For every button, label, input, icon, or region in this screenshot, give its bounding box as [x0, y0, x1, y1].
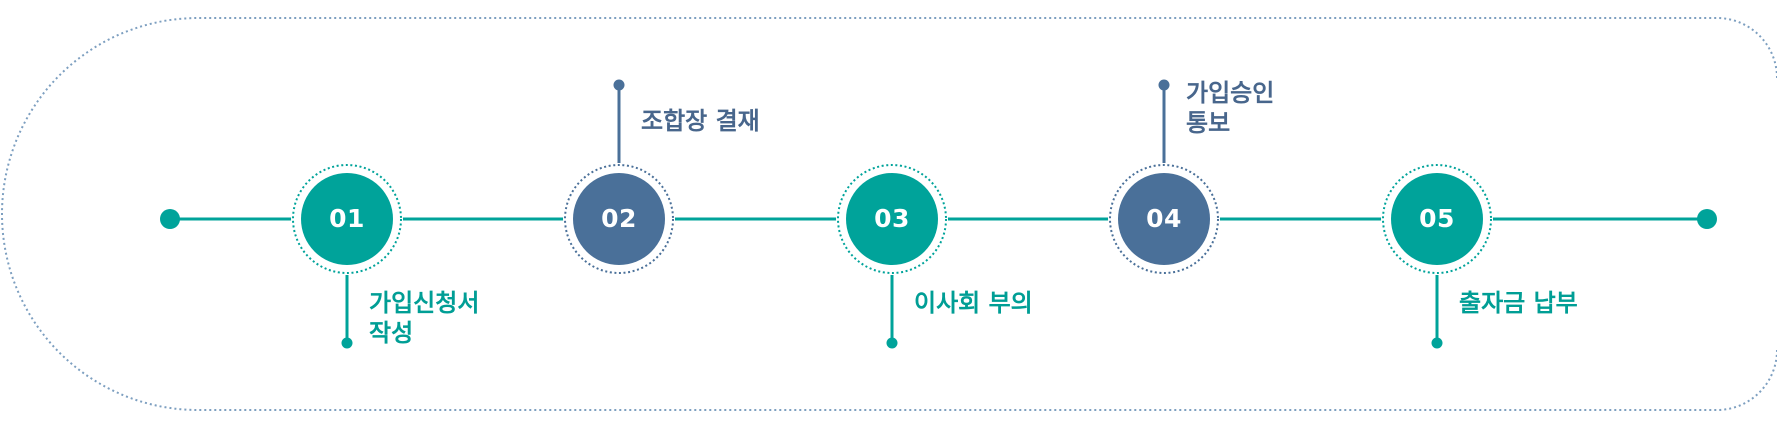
- step-05-label-line: 출자금 납부: [1459, 289, 1578, 317]
- step-01-number: 01: [329, 204, 365, 233]
- step-01-circle: [301, 173, 393, 265]
- step-01-label-line: 작성: [369, 319, 414, 347]
- step-03-circle: [846, 173, 938, 265]
- step-04-label-line: 가입승인: [1186, 79, 1275, 107]
- step-02-label: 조합장 결재: [641, 106, 760, 136]
- step-05-connector-dot: [1431, 337, 1443, 349]
- step-02-dotted-ring: [564, 164, 674, 274]
- step-04-connector-dot: [1158, 79, 1170, 91]
- dotted-outline: [1, 17, 1777, 411]
- step-03-connector-dot: [886, 337, 898, 349]
- steps-layer: [291, 79, 1493, 349]
- step-02-connector-dot: [613, 79, 625, 91]
- step-02-number: 02: [601, 204, 637, 233]
- step-03-label: 이사회 부의: [914, 288, 1033, 318]
- step-05-circle: [1391, 173, 1483, 265]
- step-05-dotted-ring: [1382, 164, 1492, 274]
- step-05-number: 05: [1419, 204, 1455, 233]
- step-04-circle: [1118, 173, 1210, 265]
- step-01-dotted-ring: [292, 164, 402, 274]
- step-05-label: 출자금 납부: [1459, 288, 1578, 318]
- step-01-label-line: 가입신청서: [369, 289, 480, 317]
- timeline-start-dot: [160, 209, 180, 229]
- step-03-number: 03: [874, 204, 910, 233]
- step-03-label-line: 이사회 부의: [914, 289, 1033, 317]
- step-04-number: 04: [1146, 204, 1182, 233]
- step-01-connector-dot: [341, 337, 353, 349]
- step-04-label-line: 통보: [1186, 109, 1231, 137]
- step-04-dotted-ring: [1109, 164, 1219, 274]
- step-02-label-line: 조합장 결재: [641, 107, 760, 135]
- timeline-end-dot: [1697, 209, 1717, 229]
- step-03-dotted-ring: [837, 164, 947, 274]
- step-02-circle: [573, 173, 665, 265]
